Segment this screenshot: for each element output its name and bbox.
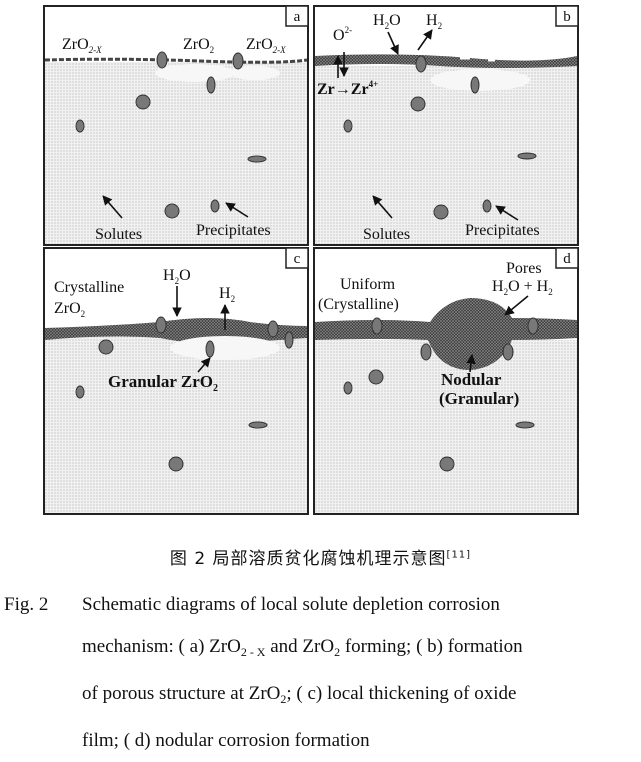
label-precipitates: Precipitates: [196, 222, 271, 239]
precipitate: [155, 316, 167, 334]
precipitate: [527, 317, 539, 335]
precipitate: [168, 456, 184, 472]
precipitate: [248, 421, 268, 429]
precipitate: [232, 52, 244, 70]
label-granular-zro2: Granular ZrO2: [108, 372, 218, 394]
figure-diagram: a ZrO2-X ZrO2 ZrO2-X Solutes Precipitate…: [43, 5, 579, 515]
label-h2o: H2O: [163, 267, 191, 286]
precipitate: [470, 76, 480, 94]
precipitate: [156, 51, 168, 69]
precipitate: [75, 119, 85, 133]
precipitate: [410, 96, 426, 112]
label-h2: H2: [219, 285, 235, 304]
precipitate: [75, 385, 85, 399]
precipitate: [517, 152, 537, 160]
precipitate: [284, 331, 294, 349]
panel-b-depletion-zone: [430, 69, 530, 91]
label-zro2-mid: ZrO2: [183, 36, 214, 55]
label-zro2x-left: ZrO2-X: [62, 36, 102, 55]
panel-a-oxide-line: [44, 57, 308, 64]
precipitate: [371, 317, 383, 335]
panel-a-depletion-zone: [155, 64, 235, 82]
label-h2o-h2: H2O + H2: [492, 278, 553, 297]
precipitate: [502, 343, 514, 361]
panel-b: b O2- H2O H2 Zr→Zr4+ Solutes Precipitate…: [313, 5, 579, 246]
precipitate: [433, 204, 449, 220]
panel-c-metal: [45, 336, 307, 513]
caption-body: Schematic diagrams of local solute deple…: [82, 584, 636, 762]
label-crystalline: (Crystalline): [318, 296, 399, 313]
precipitate: [247, 155, 267, 163]
panel-d-metal: [315, 340, 577, 513]
panel-d: d Uniform (Crystalline) Pores H2O + H2 N…: [313, 247, 579, 515]
label-zro2x-right: ZrO2-X: [246, 36, 286, 55]
caption-line-1: Schematic diagrams of local solute deple…: [82, 594, 500, 615]
precipitates-arrow: [495, 205, 519, 221]
h2o-arrow: [387, 31, 399, 55]
solutes-arrow: [372, 195, 393, 219]
label-pores: Pores: [506, 260, 542, 277]
panel-d-letter-box: [555, 247, 579, 269]
precipitate: [267, 320, 279, 338]
panel-d-letter: d: [563, 251, 571, 267]
precipitate: [343, 119, 353, 133]
h2-arrow: [417, 29, 433, 51]
precipitate: [368, 369, 384, 385]
granular-arrow: [197, 357, 211, 373]
caption-english: Fig. 2 Schematic diagrams of local solut…: [4, 584, 636, 762]
panel-a-depletion-zone: [230, 66, 280, 80]
label-crystalline-zro2: ZrO2: [54, 300, 85, 319]
label-precipitates: Precipitates: [465, 222, 540, 239]
nodular-arrow: [466, 354, 476, 373]
precipitate: [135, 94, 151, 110]
label-granular: (Granular): [439, 389, 519, 408]
precipitate: [482, 199, 492, 213]
caption-chinese-title: 图 2 局部溶质贫化腐蚀机理示意图: [169, 549, 447, 569]
precipitate: [205, 340, 215, 358]
label-solutes: Solutes: [363, 226, 410, 243]
precipitates-arrow: [225, 202, 249, 218]
label-solutes: Solutes: [95, 226, 142, 243]
caption-line-4: film; ( d) nodular corrosion formation: [82, 730, 370, 751]
precipitate: [206, 76, 216, 94]
panel-a-letter: a: [294, 9, 301, 25]
label-nodular: Nodular: [441, 370, 502, 389]
panel-a: a ZrO2-X ZrO2 ZrO2-X Solutes Precipitate…: [43, 5, 309, 246]
caption-chinese: 图 2 局部溶质贫化腐蚀机理示意图[11]: [0, 544, 641, 569]
caption-line-3: of porous structure at ZrO2; ( c) local …: [82, 683, 517, 706]
panel-c: c Crystalline ZrO2 H2O H2 Granular ZrO2: [43, 247, 309, 515]
panel-b-letter: b: [563, 9, 571, 25]
caption-line-2: mechanism: ( a) ZrO2 - X and ZrO2 formin…: [82, 636, 523, 659]
precipitate: [420, 343, 432, 361]
precipitate: [415, 55, 427, 73]
label-h2o: H2O: [373, 12, 401, 31]
label-o2: O2-: [333, 25, 352, 44]
solutes-arrow: [102, 195, 123, 219]
label-uniform: Uniform: [340, 276, 396, 293]
panel-b-porous-oxide: [315, 54, 577, 68]
precipitate: [439, 456, 455, 472]
precipitate: [98, 339, 114, 355]
panel-c-letter: c: [294, 251, 301, 267]
label-crystalline: Crystalline: [54, 279, 124, 296]
panel-d-nodular-oxide: [315, 298, 577, 370]
precipitate: [164, 203, 180, 219]
precipitate: [210, 199, 220, 213]
label-zr-reaction: Zr→Zr4+: [317, 79, 378, 98]
caption-figno: Fig. 2: [4, 594, 49, 615]
panel-a-letter-box: [285, 5, 309, 27]
panel-c-depletion-zone: [170, 336, 280, 360]
pores-arrow: [504, 295, 529, 316]
precipitate: [343, 381, 353, 395]
panel-b-letter-box: [555, 5, 579, 27]
panel-b-pores: [460, 56, 537, 62]
label-h2: H2: [426, 12, 442, 31]
panel-c-letter-box: [285, 247, 309, 269]
caption-ref: [11]: [446, 549, 472, 561]
precipitate: [515, 421, 535, 429]
